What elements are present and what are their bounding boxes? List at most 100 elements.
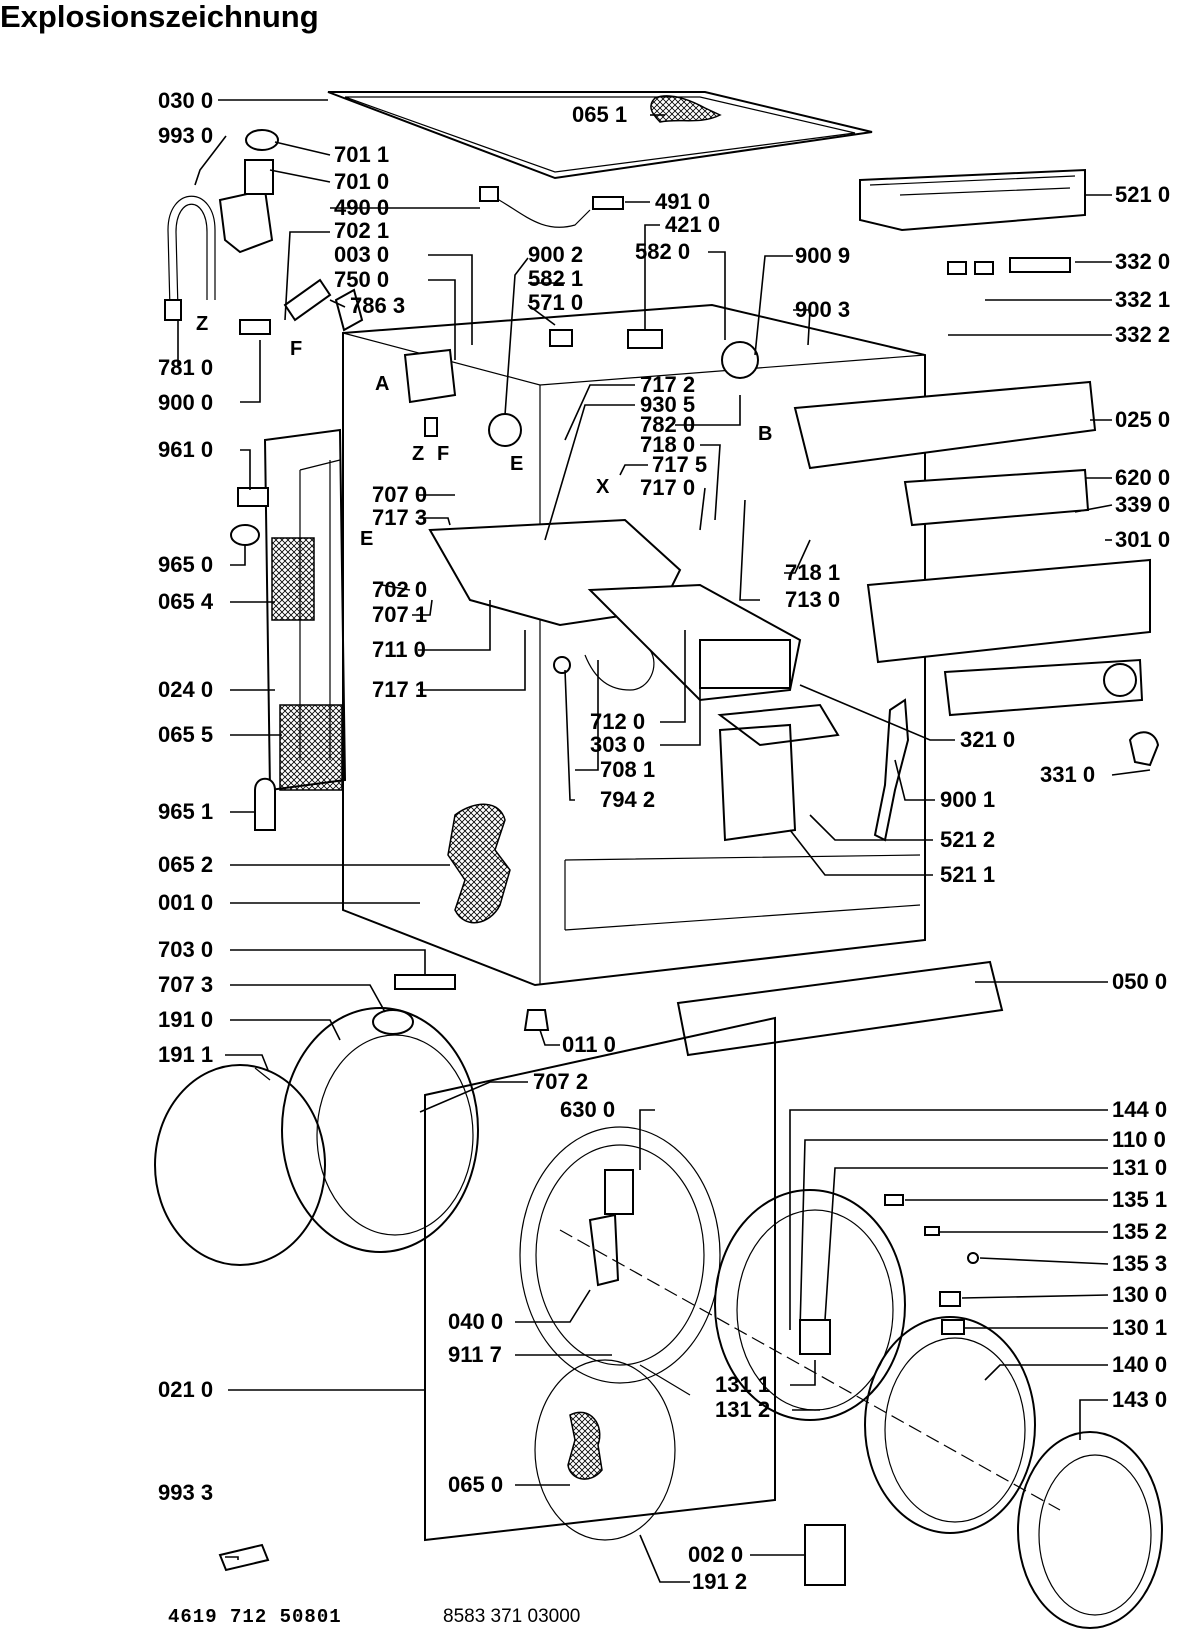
label-965-0: 965 0 — [158, 552, 213, 577]
label-717-1: 717 1 — [372, 677, 427, 702]
fascia — [943, 658, 1144, 717]
label-718-1: 718 1 — [785, 560, 840, 585]
label-750-0: 750 0 — [334, 267, 389, 292]
label-332-2: 332 2 — [1115, 322, 1170, 347]
label-050-0: 050 0 — [1112, 969, 1167, 994]
letter-markers: Z F A Z F E B X E — [196, 313, 772, 550]
label-140-0: 140 0 — [1112, 1352, 1167, 1377]
label-701-0: 701 0 — [334, 169, 389, 194]
label-191-2: 191 2 — [692, 1569, 747, 1594]
label-582-0: 582 0 — [635, 239, 690, 264]
door-inner-ring — [1017, 1431, 1163, 1629]
label-135-2: 135 2 — [1112, 1219, 1167, 1244]
hatched-panel-2 — [279, 704, 343, 791]
wire-harness — [489, 194, 591, 228]
label-911-7: 911 7 — [448, 1342, 502, 1367]
label-717-0: 717 0 — [640, 475, 695, 500]
hinge-pin — [394, 974, 456, 990]
knob — [1128, 731, 1160, 767]
electronic-board — [903, 468, 1090, 527]
tub-cover — [154, 1064, 326, 1266]
label-065-1: 065 1 — [572, 102, 627, 127]
leader-lines — [177, 99, 1151, 1583]
label-702-0: 702 0 — [372, 577, 427, 602]
label-702-1: 702 1 — [334, 218, 389, 243]
label-490-0: 490 0 — [334, 195, 389, 220]
door-handle — [588, 1213, 620, 1287]
label-332-0: 332 0 — [1115, 249, 1170, 274]
control-module — [859, 168, 1086, 232]
filler-cup — [218, 188, 274, 254]
label-993-3: 993 3 — [158, 1480, 213, 1505]
label-339-0: 339 0 — [1115, 492, 1170, 517]
label-717-5: 717 5 — [652, 452, 707, 477]
label-900-9: 900 9 — [795, 243, 850, 268]
label-110-0: 110 0 — [1112, 1127, 1166, 1152]
label-030-0: 030 0 — [158, 88, 213, 113]
label-011-0: 011 0 — [562, 1032, 616, 1057]
door-hinge — [799, 1319, 831, 1355]
valve-spring — [283, 278, 332, 322]
marker-e-2: E — [360, 528, 373, 550]
label-708-1: 708 1 — [600, 757, 655, 782]
label-711-0: 711 0 — [372, 637, 426, 662]
label-131-1: 131 1 — [715, 1372, 770, 1397]
label-021-0: 021 0 — [158, 1377, 213, 1402]
pump — [488, 413, 522, 447]
label-521-1: 521 1 — [940, 862, 995, 887]
door-glass — [864, 1316, 1036, 1534]
label-001-0: 001 0 — [158, 890, 213, 915]
label-025-0: 025 0 — [1115, 407, 1170, 432]
marker-f-1: F — [290, 338, 302, 360]
hatched-insulation-top — [650, 95, 722, 123]
rear-panel — [263, 428, 347, 792]
label-782-0: 782 0 — [640, 412, 695, 437]
axis-dash — [559, 1229, 1061, 1511]
label-521-0: 521 0 — [1115, 182, 1170, 207]
valve-bracket — [403, 348, 457, 404]
control-panel — [866, 558, 1151, 664]
label-130-1: 130 1 — [1112, 1315, 1167, 1340]
label-707-1: 707 1 — [372, 602, 427, 627]
label-717-3: 717 3 — [372, 505, 427, 530]
marker-e-1: E — [510, 453, 523, 475]
label-303-0: 303 0 — [590, 732, 645, 757]
label-521-2: 521 2 — [940, 827, 995, 852]
label-993-0: 993 0 — [158, 123, 213, 148]
label-571-0: 571 0 — [528, 290, 583, 315]
label-900-2: 900 2 — [528, 242, 583, 267]
drawer-handle — [699, 639, 791, 689]
tub-front — [281, 1007, 479, 1253]
marker-x: X — [596, 476, 610, 498]
label-707-3-lower: 707 3 — [158, 972, 213, 997]
label-781-0: 781 0 — [158, 355, 213, 380]
label-135-1: 135 1 — [1112, 1187, 1167, 1212]
hatched-insulation-side — [447, 803, 511, 924]
label-135-3: 135 3 — [1112, 1251, 1167, 1276]
wire-loom — [873, 698, 910, 842]
service-number: 8583 371 03000 — [443, 1606, 581, 1627]
label-301-0: 301 0 — [1115, 527, 1170, 552]
marker-z-1: Z — [196, 313, 208, 335]
kick-plate — [676, 960, 1004, 1057]
part-labels: 030 0 993 0 701 1 701 0 490 0 702 1 003 … — [158, 88, 1170, 1594]
label-143-0: 143 0 — [1112, 1387, 1167, 1412]
label-965-1: 965 1 — [158, 799, 213, 824]
label-961-0: 961 0 — [158, 437, 213, 462]
label-701-1: 701 1 — [334, 142, 389, 167]
label-065-0: 065 0 — [448, 1472, 503, 1497]
cabinet — [342, 303, 926, 987]
label-321-0: 321 0 — [960, 727, 1015, 752]
marker-a: A — [375, 373, 389, 395]
label-582-1: 582 1 — [528, 266, 583, 291]
label-144-0: 144 0 — [1112, 1097, 1167, 1122]
marker-b: B — [758, 423, 772, 445]
label-065-4: 065 4 — [158, 589, 214, 614]
label-718-0: 718 0 — [640, 432, 695, 457]
marker-z-2: Z — [412, 443, 424, 465]
label-707-0: 707 0 — [372, 482, 427, 507]
foot — [523, 1009, 550, 1031]
parts — [154, 91, 1163, 1629]
label-024-0: 024 0 — [158, 677, 213, 702]
